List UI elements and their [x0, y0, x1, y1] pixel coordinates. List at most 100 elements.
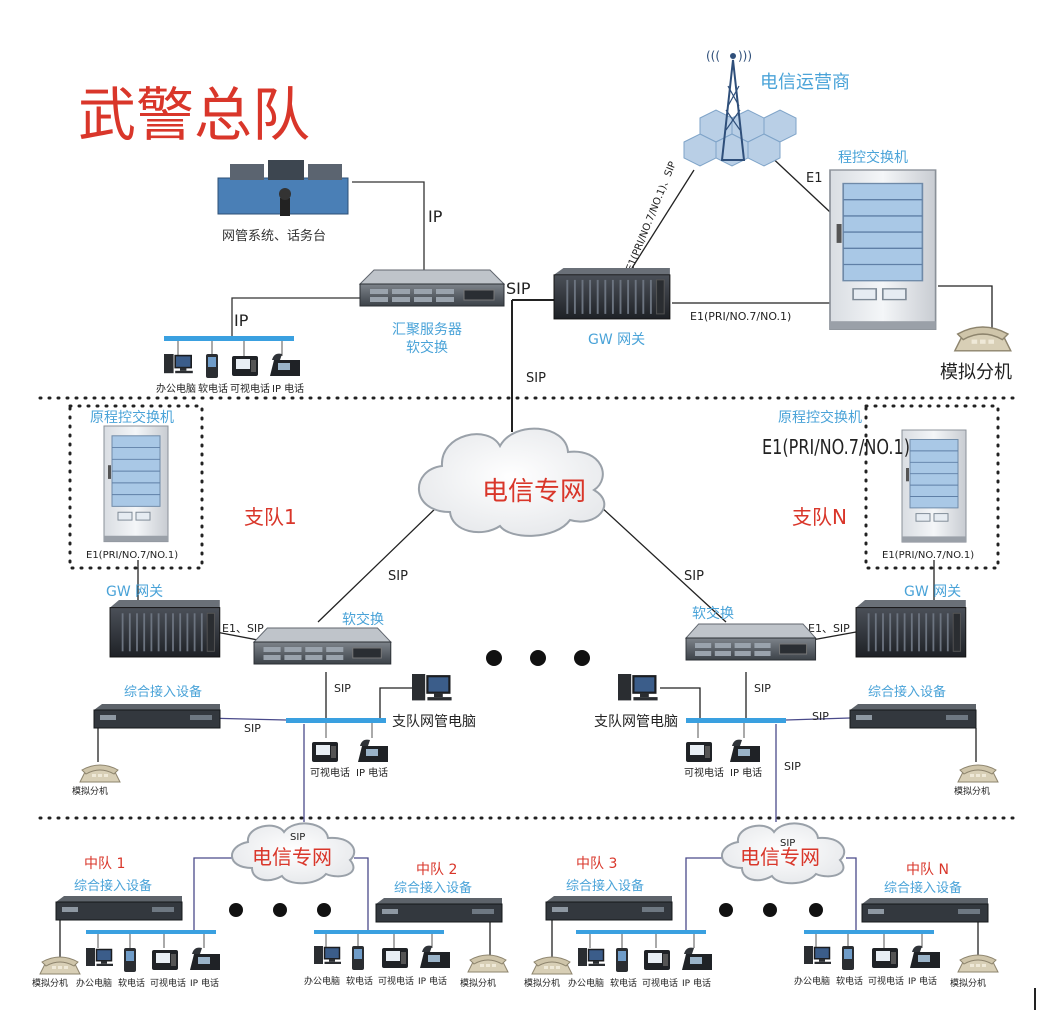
- sq1-dev-2: 可视电话: [150, 977, 186, 989]
- sq2-dev-0: 办公电脑: [304, 975, 340, 987]
- console-ip-label: IP: [428, 207, 443, 226]
- branch1-old-pbx-label: 原程控交换机: [90, 409, 174, 426]
- sq3-dev-3: IP 电话: [682, 977, 711, 989]
- ip-phone-icon: [190, 947, 220, 970]
- branchN-softswitch-label: 软交换: [692, 605, 734, 622]
- ip-phone-icon: [682, 947, 712, 970]
- branch1-name: 支队1: [244, 505, 297, 529]
- hq-analog-label: 模拟分机: [940, 362, 1012, 383]
- ellipsis-dots-left: [229, 903, 331, 917]
- sq2-dev-3: IP 电话: [418, 975, 447, 987]
- branch1-softswitch-label: 软交换: [342, 611, 384, 628]
- branchN-old-pbx-label: 原程控交换机: [778, 409, 862, 426]
- hq-gateway: [553, 267, 671, 320]
- analog-phone-icon: [79, 764, 121, 783]
- e1-carrier-pbx-label: E1: [806, 171, 823, 186]
- sip-bottom-right: SIP: [780, 838, 795, 849]
- pc-icon: [410, 672, 453, 702]
- hq-gw-label: GW 网关: [588, 332, 645, 348]
- ip-phone-icon: [270, 353, 300, 376]
- lan-ip-label: IP: [234, 311, 249, 330]
- videophone-icon: [644, 950, 670, 970]
- cloud-main-label: 电信专网: [482, 477, 586, 507]
- branchN-sip-access: SIP: [812, 710, 829, 723]
- squadN-label: 中队 N: [906, 862, 949, 878]
- branchN-pbx: [901, 429, 967, 543]
- videophone-icon: [872, 948, 898, 968]
- pc-icon: [803, 945, 832, 965]
- corner-mark: [1034, 988, 1036, 1010]
- branchN-softswitch: [685, 623, 817, 661]
- squad1-lan: [86, 930, 216, 948]
- analog-phone-icon: [39, 956, 81, 975]
- e1-gw-pbx-label: E1(PRI/NO.7/NO.1): [690, 310, 791, 323]
- branchN-access-device: [849, 703, 977, 729]
- branch1-sip-access: SIP: [244, 722, 261, 735]
- branch1-pbx: [103, 425, 169, 543]
- analog-phone-icon: [531, 956, 573, 975]
- branchN-sip-lan: SIP: [754, 682, 771, 695]
- ip-phone-icon: [730, 739, 760, 762]
- squad1-label: 中队 1: [84, 856, 125, 872]
- videophone-icon: [232, 356, 258, 376]
- squad2-label: 中队 2: [416, 862, 457, 878]
- softphone-icon: [616, 948, 628, 972]
- softphone-icon: [842, 946, 854, 970]
- hq-device-2: 可视电话: [230, 382, 270, 395]
- squad3-lan: [576, 930, 706, 948]
- diagram-title: 武警总队: [78, 81, 310, 149]
- squad2-access-device: [375, 897, 503, 923]
- sq3-analog: 模拟分机: [524, 977, 560, 989]
- squad1-access-device: [55, 895, 183, 921]
- cloud-left-label: 电信专网: [252, 845, 332, 869]
- sq3-dev-1: 软电话: [610, 977, 637, 989]
- ellipsis-dots-right: [719, 903, 823, 917]
- branch1-gw-link: E1、SIP: [222, 622, 264, 635]
- sq1-dev-1: 软电话: [118, 977, 145, 989]
- branch1-access-label: 综合接入设备: [124, 684, 202, 700]
- sqN-analog: 模拟分机: [950, 977, 986, 989]
- connection-lines: [59, 151, 993, 958]
- hq-lan-bar: [164, 336, 294, 356]
- sq2-dev-1: 软电话: [346, 975, 373, 987]
- sqN-dev-2: 可视电话: [868, 975, 904, 987]
- sqN-dev-3: IP 电话: [908, 975, 937, 987]
- pc-icon: [616, 672, 659, 702]
- pc-icon: [85, 947, 114, 967]
- pc-icon: [313, 945, 342, 965]
- sip-cloud-left: SIP: [388, 569, 408, 584]
- softphone-icon: [124, 948, 136, 972]
- branchN-gateway: [855, 599, 967, 658]
- sq3-dev-2: 可视电话: [642, 977, 678, 989]
- branchN-gw-label: GW 网关: [904, 584, 961, 600]
- squadN-access-device: [861, 897, 989, 923]
- svg-text:(((: (((: [706, 49, 720, 63]
- branchN-name: 支队N: [792, 505, 847, 529]
- ellipsis-dots-middle: [486, 650, 590, 666]
- branch1-access-device: [93, 703, 221, 729]
- telecom-cloud-right: [721, 822, 846, 885]
- pc-icon: [577, 947, 606, 967]
- aggregation-server: [359, 269, 505, 307]
- squad3-access-label: 综合接入设备: [566, 878, 644, 894]
- hq-device-0: 办公电脑: [156, 382, 196, 395]
- branchN-e1-label: E1(PRI/NO.7/NO.1): [882, 550, 974, 561]
- hq-device-1: 软电话: [198, 382, 228, 395]
- branch1-mgmt-pc: 支队网管电脑: [392, 714, 476, 730]
- svg-text:))): ))): [738, 49, 752, 63]
- region-borders: [38, 396, 1022, 820]
- branch1-phone-1: IP 电话: [356, 766, 388, 779]
- videophone-icon: [152, 950, 178, 970]
- softphone-icon: [352, 946, 364, 970]
- console-label: 网管系统、话务台: [222, 228, 326, 244]
- branch1-gateway: [109, 599, 221, 658]
- sq3-dev-0: 办公电脑: [568, 977, 604, 989]
- branch1-softswitch: [253, 627, 392, 665]
- analog-phone-icon: [957, 764, 999, 783]
- squad3-label: 中队 3: [576, 856, 617, 872]
- e1-carrier-gw-label: E1(PRI/NO.7/NO.1)、SIP: [625, 160, 679, 273]
- branch1-sip-lan: SIP: [334, 682, 351, 695]
- sip-hq-down-label: SIP: [526, 371, 546, 386]
- ip-phone-icon: [910, 945, 940, 968]
- sqN-dev-1: 软电话: [836, 975, 863, 987]
